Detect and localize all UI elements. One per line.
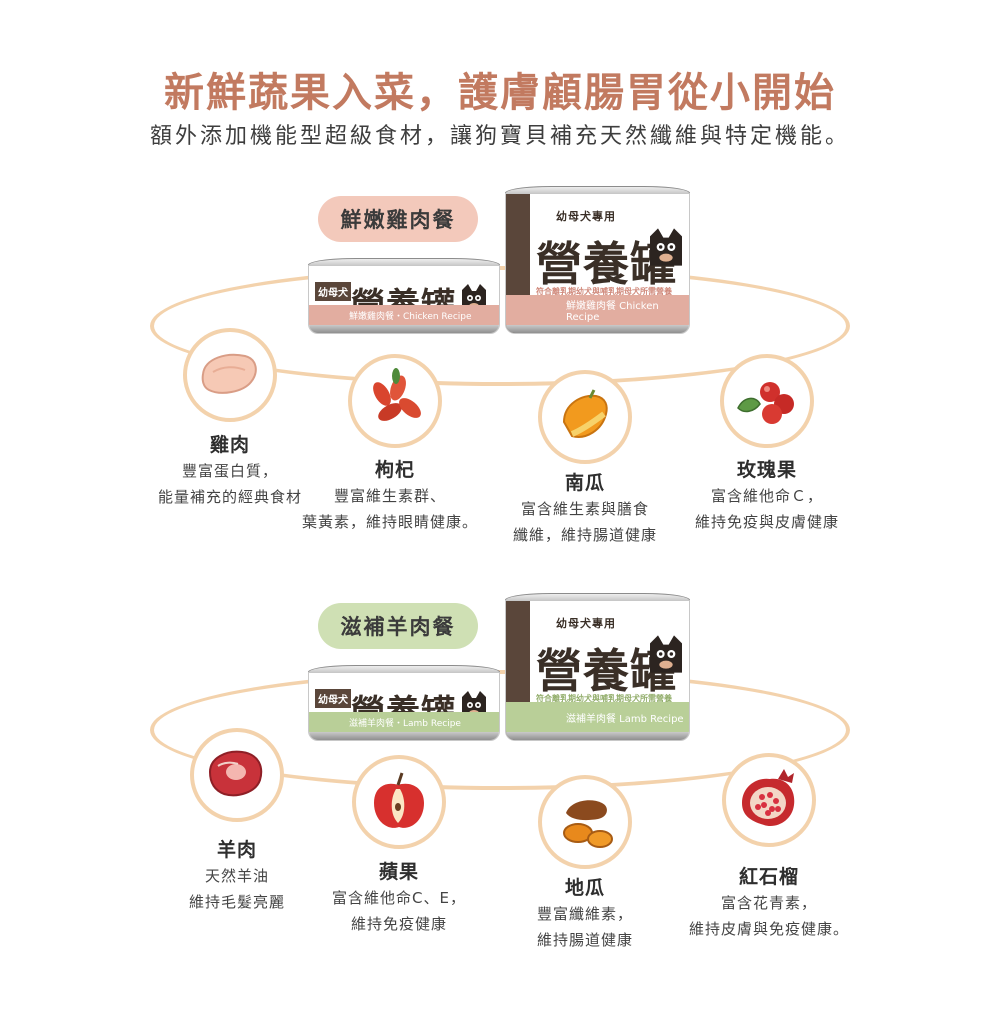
description-line: 豐富維生素群、 — [333, 487, 446, 505]
description-line: 天然羊油 — [204, 867, 269, 885]
can-flavor-band: 鮮嫩雞肉餐・Chicken Recipe — [309, 305, 499, 325]
can-rim — [506, 325, 689, 333]
lamb-small-can: 幼母犬 營養罐 滋補羊肉餐・Lamb Recipe — [308, 665, 500, 741]
ingredient-name: 南瓜 — [564, 472, 605, 494]
pumpkin-icon — [538, 370, 632, 464]
ingredient-description: 豐富維生素群、 葉黃素，維持眼睛健康。 — [265, 483, 515, 535]
page-subtitle: 額外添加機能型超級食材，讓狗寶貝補充天然纖維與特定機能。 — [149, 124, 850, 149]
description-line: 葉黃素，維持眼睛健康。 — [301, 513, 478, 531]
chicken-large-can: 幼母犬專用 營養罐 符合離乳期幼犬與哺乳期母犬所需營養 鮮嫩雞肉餐 Chicke… — [505, 186, 690, 334]
ingredient-name: 紅石榴 — [738, 866, 799, 888]
can-fine-print: 符合離乳期幼犬與哺乳期母犬所需營養 — [536, 287, 672, 296]
ingredient-name: 地瓜 — [564, 877, 605, 899]
ingredient-description: 富含維他命C、E， 維持免疫健康 — [279, 885, 519, 937]
can-body: 幼母犬 營養罐 滋補羊肉餐・Lamb Recipe — [308, 672, 500, 741]
goji-berry-icon — [348, 354, 442, 448]
description-line: 維持免疫健康 — [350, 915, 447, 933]
description-line: 富含維他命Ｃ， — [710, 487, 823, 505]
can-body: 幼母犬專用 營養罐 符合離乳期幼犬與哺乳期母犬所需營養 滋補羊肉餐 Lamb R… — [505, 600, 690, 741]
description-line: 纖維，維持腸道健康 — [512, 526, 657, 544]
description-line: 豐富蛋白質， — [181, 462, 278, 480]
can-header: 幼母犬專用 — [556, 617, 616, 630]
chicken-section: 鮮嫩雞肉餐 幼母犬 營養罐 鮮嫩雞肉餐・Chicken Recipe 幼母犬專用… — [0, 178, 1000, 578]
ingredient-description: 豐富蛋白質， 能量補充的經典食材 — [110, 458, 350, 510]
chicken-breast-icon — [183, 328, 277, 422]
description-line: 維持毛髮亮麗 — [188, 893, 285, 911]
can-rim — [506, 732, 689, 740]
description-line: 富含花青素， — [720, 894, 817, 912]
pomegranate-icon — [722, 753, 816, 847]
apple-icon — [352, 755, 446, 849]
orbit-ring — [150, 266, 850, 386]
dog-mascot-icon — [650, 228, 682, 266]
can-flavor-band: 滋補羊肉餐 Lamb Recipe — [506, 702, 689, 732]
ingredient-name: 枸杞 — [374, 459, 415, 481]
ingredient-description: 富含維他命Ｃ， 維持免疫與皮膚健康 — [647, 483, 887, 535]
orbit-ring — [150, 670, 850, 790]
description-line: 維持免疫與皮膚健康 — [694, 513, 839, 531]
can-tag: 幼母犬 — [315, 282, 351, 301]
ingredient-description: 富含花青素， 維持皮膚與免疫健康。 — [644, 890, 894, 942]
dog-mascot-icon — [650, 635, 682, 673]
description-line: 能量補充的經典食材 — [157, 488, 302, 506]
ingredient-description: 豐富纖維素， 維持腸道健康 — [465, 901, 705, 953]
rosehip-icon — [720, 354, 814, 448]
chicken-recipe-badge: 鮮嫩雞肉餐 — [318, 196, 478, 242]
description-line: 豐富纖維素， — [536, 905, 633, 923]
ingredient-name: 雞肉 — [209, 434, 250, 456]
description-line: 維持腸道健康 — [536, 931, 633, 949]
description-line: 富含維生素與膳食 — [520, 500, 649, 518]
can-flavor-band: 滋補羊肉餐・Lamb Recipe — [309, 712, 499, 732]
lamb-section: 滋補羊肉餐 幼母犬 營養罐 滋補羊肉餐・Lamb Recipe 幼母犬專用 營養… — [0, 585, 1000, 985]
ingredient-name: 蘋果 — [378, 861, 419, 883]
can-header: 幼母犬專用 — [556, 210, 616, 223]
sweet-potato-icon — [538, 775, 632, 869]
can-tag: 幼母犬 — [315, 689, 351, 708]
lamb-large-can: 幼母犬專用 營養罐 符合離乳期幼犬與哺乳期母犬所需營養 滋補羊肉餐 Lamb R… — [505, 593, 690, 741]
ingredient-description: 富含維生素與膳食 纖維，維持腸道健康 — [465, 496, 705, 548]
can-body: 幼母犬專用 營養罐 符合離乳期幼犬與哺乳期母犬所需營養 鮮嫩雞肉餐 Chicke… — [505, 193, 690, 334]
ingredient-description: 天然羊油 維持毛髮亮麗 — [117, 863, 357, 915]
page-title: 新鮮蔬果入菜，護膚顧腸胃從小開始 — [164, 70, 836, 116]
lamb-recipe-badge: 滋補羊肉餐 — [318, 603, 478, 649]
can-flavor-band: 鮮嫩雞肉餐 Chicken Recipe — [506, 295, 689, 325]
ingredient-name: 羊肉 — [216, 839, 257, 861]
description-line: 富含維他命C、E， — [332, 889, 466, 907]
can-body: 幼母犬 營養罐 鮮嫩雞肉餐・Chicken Recipe — [308, 265, 500, 334]
can-rim — [309, 732, 499, 740]
description-line: 維持皮膚與免疫健康。 — [688, 920, 849, 938]
can-fine-print: 符合離乳期幼犬與哺乳期母犬所需營養 — [536, 694, 672, 703]
ingredient-name: 玫瑰果 — [736, 459, 797, 481]
lamb-meat-icon — [190, 728, 284, 822]
chicken-small-can: 幼母犬 營養罐 鮮嫩雞肉餐・Chicken Recipe — [308, 258, 500, 334]
can-rim — [309, 325, 499, 333]
